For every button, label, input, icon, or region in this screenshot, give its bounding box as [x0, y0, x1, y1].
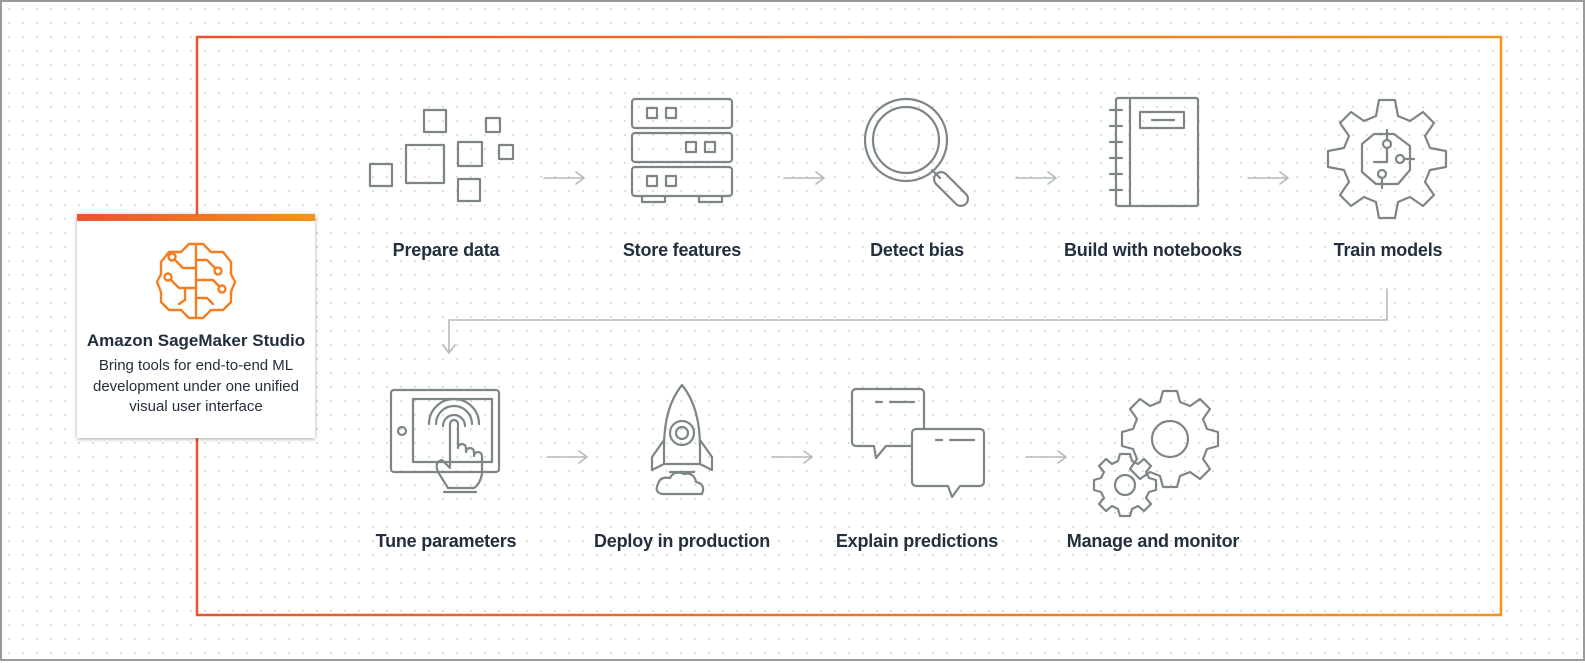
- gears-icon: [1092, 389, 1220, 518]
- step-label-prepare-data: Prepare data: [392, 240, 500, 260]
- chat-bubbles-icon: [850, 387, 986, 499]
- arrow-7: [1025, 450, 1067, 464]
- step-label-store-features: Store features: [622, 240, 742, 260]
- step-label-manage-and-monitor: Manage and monitor: [1066, 531, 1240, 551]
- rocket-icon: [650, 383, 714, 496]
- sagemaker-brain-icon: [155, 242, 237, 320]
- card-accent-bar: [77, 214, 315, 221]
- step-label-build-with-notebooks: Build with notebooks: [1064, 240, 1242, 260]
- arrow-5: [546, 450, 588, 464]
- step-label-detect-bias: Detect bias: [870, 240, 964, 260]
- tablet-touch-icon: [389, 388, 501, 494]
- magnifier-icon: [863, 97, 969, 207]
- workflow-frame: [195, 35, 1503, 617]
- card-title: Amazon SageMaker Studio: [86, 331, 306, 350]
- server-stack-icon: [630, 97, 734, 204]
- step-label-deploy-in-production: Deploy in production: [594, 531, 770, 551]
- arrow-4: [1247, 171, 1289, 185]
- step-label-train-models: Train models: [1333, 240, 1443, 260]
- step-label-tune-parameters: Tune parameters: [375, 531, 517, 551]
- arrow-6: [771, 450, 813, 464]
- sagemaker-studio-card: Amazon SageMaker Studio Bring tools for …: [77, 214, 315, 438]
- step-label-explain-predictions: Explain predictions: [835, 531, 999, 551]
- arrow-3: [1015, 171, 1057, 185]
- arrow-2: [783, 171, 825, 185]
- arrow-1: [543, 171, 585, 185]
- gear-brain-icon: [1326, 98, 1448, 220]
- data-blocks-icon: [368, 108, 515, 203]
- card-description: Bring tools for end-to-end ML developmen…: [93, 357, 299, 415]
- return-arrow: [442, 288, 1388, 354]
- notebook-icon: [1108, 96, 1200, 208]
- flow-arrows: [442, 171, 1388, 464]
